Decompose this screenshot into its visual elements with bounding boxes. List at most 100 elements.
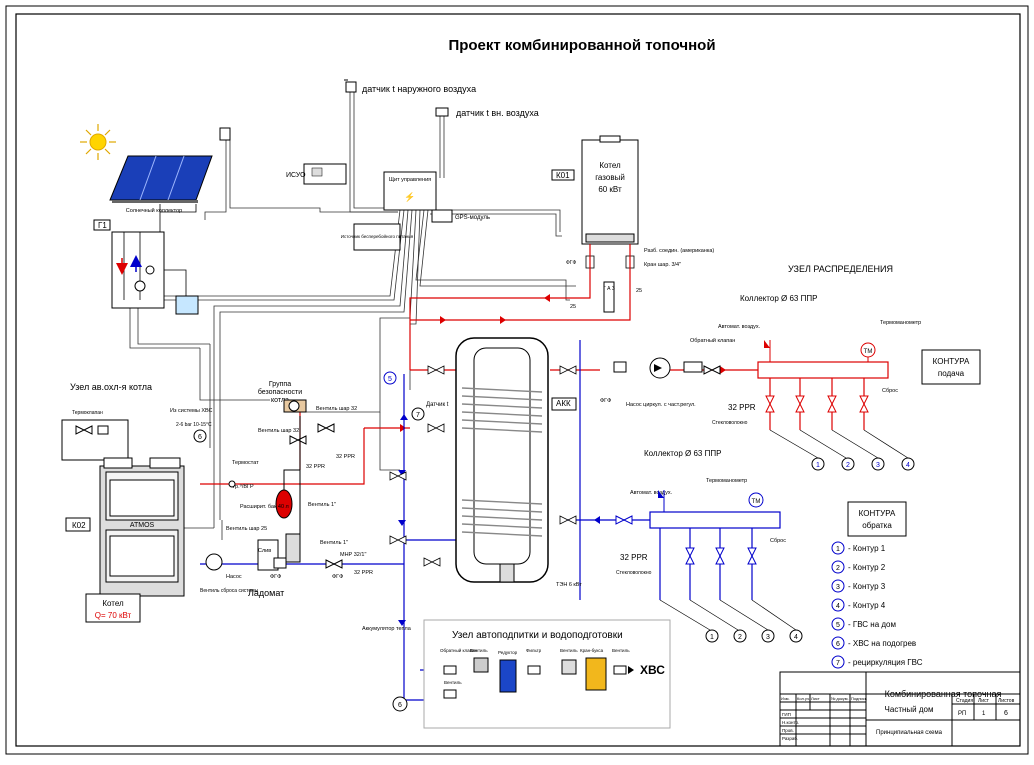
gps-unit (431, 209, 453, 223)
stamp-role: ГИП (782, 712, 791, 717)
legend-text: - Контур 2 (848, 563, 886, 572)
solar-drain-tank (175, 295, 199, 315)
stamp-row-head: Изм. (781, 696, 790, 701)
supply-outlet-4: 4 (906, 462, 910, 469)
tank-n5: 5 (388, 376, 392, 383)
ups-unit (353, 223, 401, 251)
ladomat-label: Ладомат (248, 588, 284, 598)
disconnect-label: Разб. соедин. (американка) (644, 248, 714, 254)
page-title: Проект комбинированной топочной (448, 37, 715, 54)
outdoor-sensor-icon (344, 79, 357, 93)
return-outlet-1: 1 (710, 634, 714, 641)
return-circuits-sub: обратка (862, 521, 892, 530)
stamp-row-head: Кол.уч. (797, 696, 810, 701)
return-outlet-numbers: 1 2 3 4 (705, 629, 803, 643)
solid-fuel-boiler (99, 457, 185, 597)
ups-label: Источник бесперебойного питания (341, 233, 414, 239)
gas-boiler-tag: К01 (556, 171, 570, 180)
boiler-name: Котел (102, 599, 124, 608)
xvs-label: ХВС (640, 663, 665, 677)
legend-bullet (831, 560, 845, 574)
expansion-label: Расширит. бак 40 л (240, 504, 289, 510)
safety-group-icon (283, 399, 307, 413)
water-treatment-item-label: Фильтр (526, 648, 542, 653)
xvs-marker (392, 696, 408, 712)
pipe-25-b: 25 (636, 288, 642, 294)
supply-outlet-2: 2 (846, 462, 850, 469)
thermostat-label: Термостат (232, 460, 259, 466)
gas-valve-label: Г А З (603, 286, 615, 292)
control-panel-icon: ⚡ (404, 191, 415, 203)
control-panel (383, 171, 437, 211)
pressure-label: 2-6 bar 10-15°C (176, 422, 212, 428)
gas-filter-label: ФГФ (566, 260, 577, 266)
outdoor-sensor-label: датчик t наружного воздуха (362, 84, 476, 94)
supply-outlet-numbers: 1 2 3 4 (811, 457, 915, 471)
valve1b-label: Вентиль 1" (320, 540, 348, 546)
ladomat-group (205, 533, 343, 571)
legend-bullet (831, 579, 845, 593)
water-treatment-item-label: Редуктор (498, 650, 518, 655)
safety-ppr-label: 32 PPR (336, 454, 355, 460)
return-circuits-label: КОНТУРА (859, 509, 896, 518)
legend-number: 1 (836, 546, 840, 553)
legend-number: 2 (836, 565, 840, 572)
supply-circuits-box (921, 349, 981, 385)
valve1-label: Вентиль 1" (308, 502, 336, 508)
stamp-sheets-head: Листов (998, 698, 1015, 704)
gas-boiler (581, 135, 639, 245)
stamp-sheet-head: Лист (978, 698, 990, 704)
legend-bullet (831, 655, 845, 669)
stamp-row-head: Лист (811, 696, 820, 701)
boiler-brand: ATMOS (130, 522, 155, 529)
accumulator-tank (455, 337, 549, 583)
mnr-label: МНР 32/1" (340, 552, 366, 558)
supply-circuits-label: КОНТУРА (933, 357, 970, 366)
tm-label: ТМ (864, 349, 873, 355)
legend-marker-5 (383, 371, 397, 385)
legend-text: - ГВС на дом (848, 620, 896, 629)
water-treatment-box (423, 619, 671, 729)
return-outlet-valves (685, 547, 757, 565)
return-outlet-2: 2 (738, 634, 742, 641)
legend-bullet (831, 541, 845, 555)
legend: 1- Контур 12- Контур 23- Контур 34- Конт… (831, 541, 923, 669)
fiberglass-label: Стекловолокно (712, 420, 748, 426)
legend-number: 3 (836, 584, 840, 591)
legend-bullet (831, 617, 845, 631)
indoor-sensor-label: датчик t вн. воздуха (456, 108, 539, 118)
safety-fgf-label: ФГФ (332, 574, 343, 580)
gas-boiler-name: Котел (599, 161, 621, 170)
stamp-sheet-title: Принципиальная схема (876, 730, 943, 736)
thermometer-2-label: Термоманометр (706, 478, 747, 484)
legend-text: - рециркуляция ГВС (848, 658, 923, 667)
drain-2-label: Сброс (770, 538, 786, 544)
drawing-frame (15, 13, 1021, 747)
accumulator-label: Аккумулятор тепла (362, 626, 412, 632)
safety-group-label-3: котла (271, 397, 289, 404)
stamp-stage-head: Стадия (956, 698, 973, 704)
return-circuits-box (847, 501, 907, 537)
xvs-number: 6 (398, 702, 402, 709)
ladomat-fgf-label: ФГФ (270, 574, 281, 580)
stamp-sheets: 6 (1004, 710, 1008, 717)
water-treatment-title: Узел автоподпитки и водоподготовки (452, 630, 623, 641)
legend-text: - ХВС на подогрев (848, 639, 916, 648)
water-treatment-item-label: Вентиль (560, 648, 578, 653)
ppr32-label: 32 PPR (728, 403, 756, 412)
solid-boiler-tag: К02 (72, 521, 86, 530)
return-collector (649, 511, 781, 529)
legend-bullet (831, 636, 845, 650)
check-valve-label: Обратный клапан (690, 337, 735, 344)
stamp-row-head: Подпись (851, 696, 867, 701)
legend-marker-7 (411, 407, 425, 421)
solar-group-tag: Г1 (98, 221, 107, 230)
cold-water-label: Из системы ХВС (170, 408, 213, 414)
tank-n7: 7 (416, 412, 420, 419)
stamp-stage: РП (958, 711, 966, 717)
sun-icon (80, 124, 116, 160)
legend-bullet (831, 598, 845, 612)
safety-group-label-2: безопасности (258, 388, 302, 396)
